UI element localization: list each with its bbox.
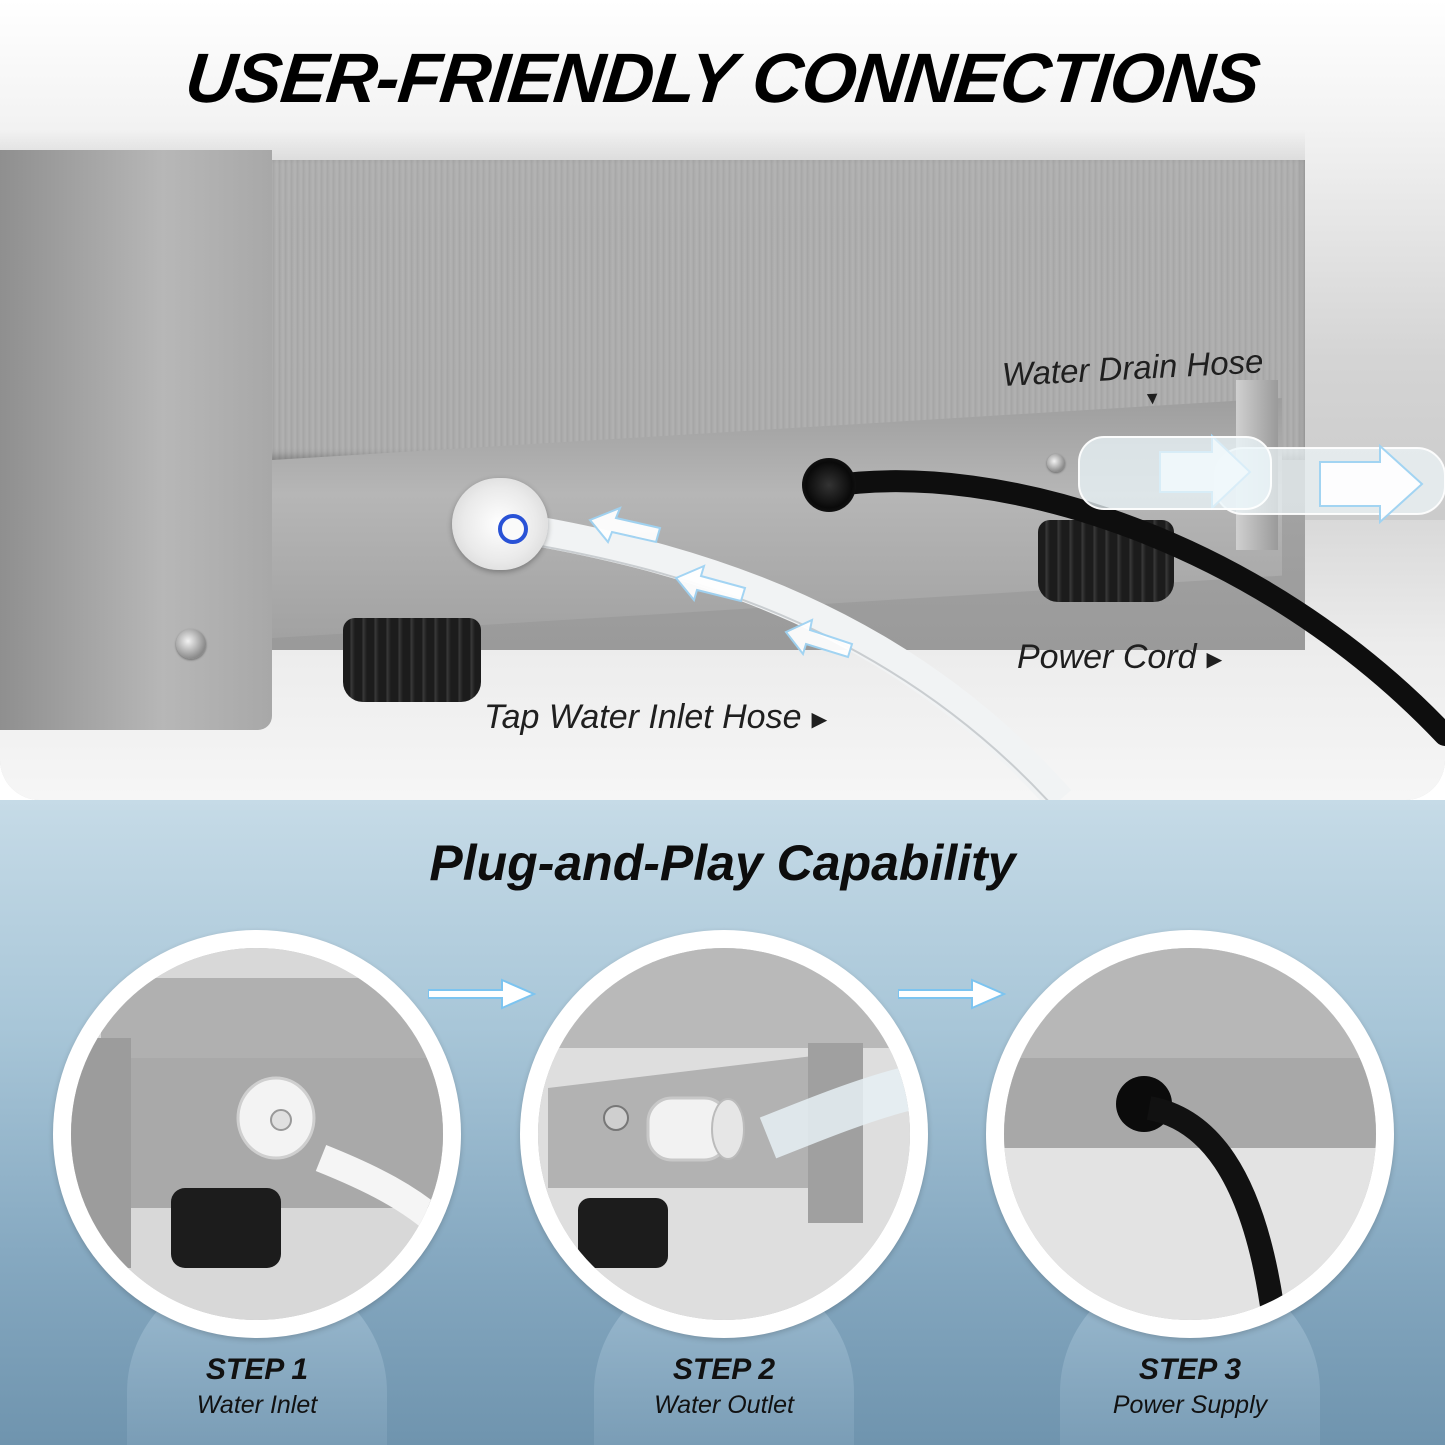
triangle-right-icon: ▶ [1206, 648, 1223, 671]
arrow-right-icon [674, 564, 747, 603]
arrow-right-icon [784, 618, 854, 659]
triangle-down-icon: ▼ [1142, 387, 1162, 409]
step-3-number: STEP 3 [1138, 1353, 1242, 1386]
step-2-label: Water Outlet [654, 1391, 794, 1419]
section-title: Plug-and-Play Capability [429, 835, 1016, 891]
callout-inlet-hose: Tap Water Inlet Hose ▶ [484, 698, 827, 737]
inlet-hose [527, 515, 1072, 800]
triangle-right-icon: ▶ [811, 708, 828, 731]
appliance-side-panel [0, 150, 272, 730]
water-inlet-closeup [71, 948, 443, 1320]
screw-icon [1047, 454, 1065, 472]
callout-text: Tap Water Inlet Hose [484, 698, 802, 736]
arrow-right-icon [898, 978, 1007, 1010]
inlet-fitting [452, 478, 548, 570]
power-cord-grommet [802, 458, 856, 512]
step-1-photo [53, 930, 461, 1338]
arrow-right-icon [588, 506, 662, 544]
screw-icon [176, 629, 206, 659]
arrow-right-icon [1319, 443, 1424, 525]
steps-panel: Plug-and-Play Capability [0, 800, 1445, 1445]
arrow-right-icon [428, 978, 537, 1010]
power-supply-closeup [1004, 948, 1376, 1320]
drain-fitting [1078, 436, 1272, 510]
step-2-number: STEP 2 [672, 1353, 776, 1386]
hoses-illustration [527, 433, 1445, 800]
water-outlet-closeup [538, 948, 910, 1320]
hero-photo-panel: USER-FRIENDLY CONNECTIONS Water Drain Ho… [0, 0, 1445, 800]
step-2-photo [520, 930, 928, 1338]
callout-power-cord: Power Cord ▶ [1017, 638, 1222, 677]
leveling-foot-left [343, 618, 481, 702]
step-1-label: Water Inlet [196, 1391, 318, 1419]
step-3-photo [986, 930, 1394, 1338]
step-1-number: STEP 1 [205, 1353, 309, 1386]
callout-text: Power Cord [1017, 638, 1197, 676]
power-cord [819, 470, 1445, 746]
step-3-label: Power Supply [1112, 1391, 1268, 1419]
page-title: USER-FRIENDLY CONNECTIONS [181, 39, 1264, 117]
